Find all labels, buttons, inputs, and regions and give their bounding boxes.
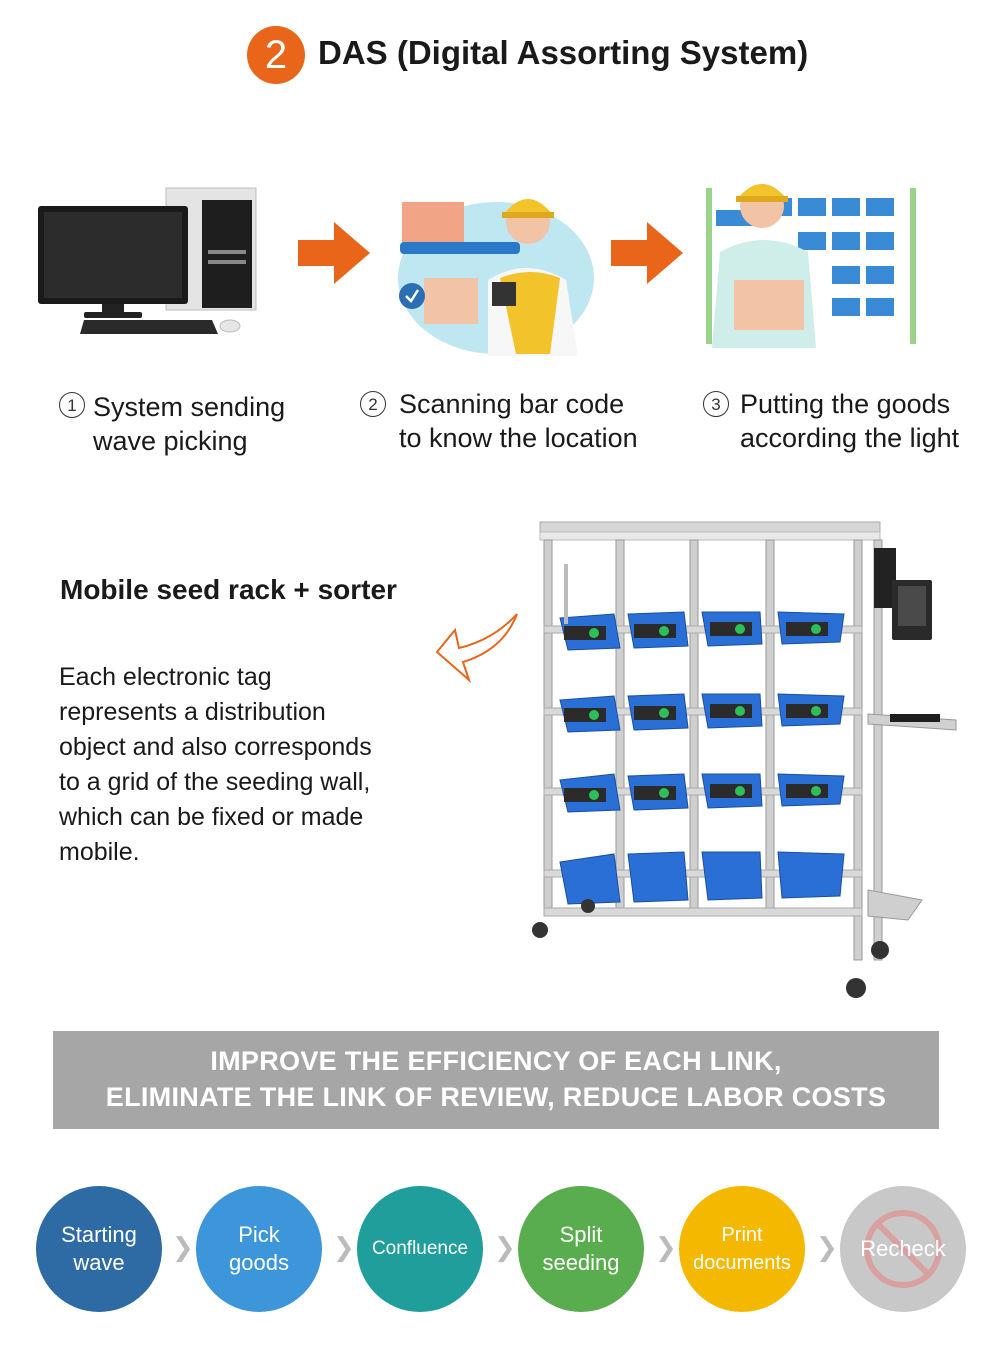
page-title: DAS (Digital Assorting System) [318, 34, 809, 71]
curved-arrow-icon [435, 613, 518, 684]
step-line: to know the location [399, 423, 638, 453]
process-label: Starting [61, 1222, 137, 1247]
process-step-print-documents: Print documents [679, 1186, 805, 1312]
process-label: seeding [542, 1250, 620, 1275]
chevron-right-icon: ❯ [172, 1232, 194, 1262]
step-description: Scanning bar code to know the location [399, 387, 638, 455]
chevron-right-icon: ❯ [816, 1232, 838, 1262]
rack-description: Each electronic tag represents a distrib… [59, 660, 439, 870]
process-label: Split [559, 1222, 603, 1247]
description-line: Each electronic tag [59, 663, 272, 691]
rack-title: Mobile seed rack + sorter [60, 574, 397, 605]
chevron-right-icon: ❯ [333, 1232, 355, 1262]
arrow-right-icon [611, 222, 683, 284]
description-line: mobile. [59, 838, 140, 866]
step-description: Putting the goods according the light [740, 387, 959, 455]
step-line: System sending [93, 392, 286, 422]
process-step-starting-wave: Starting wave [36, 1186, 162, 1312]
process-label: Confluence [371, 1238, 469, 1259]
description-line: to a grid of the seeding wall, [59, 768, 371, 796]
banner-line: ELIMINATE THE LINK OF REVIEW, REDUCE LAB… [105, 1082, 887, 1112]
process-step-recheck: Recheck [840, 1186, 966, 1312]
step-number: 2 [360, 391, 386, 417]
computer-icon [38, 187, 257, 334]
banner-line: IMPROVE THE EFFICIENCY OF EACH LINK, [210, 1046, 782, 1076]
rack-sorter-image [532, 521, 957, 998]
step-line: according the light [740, 423, 960, 453]
process-step-confluence: Confluence [357, 1186, 483, 1312]
step-line: Putting the goods [740, 389, 951, 419]
process-label: Print [721, 1224, 763, 1246]
step-badge: 2 [247, 26, 305, 84]
process-label: Pick [238, 1222, 280, 1247]
process-label: goods [229, 1250, 289, 1275]
banner: IMPROVE THE EFFICIENCY OF EACH LINK, ELI… [53, 1031, 939, 1129]
step-number: 1 [59, 392, 85, 418]
chevron-right-icon: ❯ [494, 1232, 516, 1262]
process-label: Recheck [860, 1236, 946, 1261]
description-line: object and also corresponds [59, 733, 372, 761]
process-step-pick-goods: Pick goods [196, 1186, 322, 1312]
step-number: 3 [703, 391, 729, 417]
process-label: documents [693, 1252, 791, 1274]
process-label: wave [73, 1250, 125, 1275]
step-line: wave picking [93, 426, 248, 456]
step-description: System sending wave picking [93, 390, 285, 458]
description-line: represents a distribution [59, 698, 326, 726]
no-entry-icon [864, 1210, 942, 1288]
process-step-split-seeding: Split seeding [518, 1186, 644, 1312]
chevron-right-icon: ❯ [655, 1232, 677, 1262]
description-line: which can be fixed or made [59, 803, 364, 831]
arrow-right-icon [298, 222, 370, 284]
step-line: Scanning bar code [399, 389, 625, 419]
worker-scanning-icon [398, 199, 594, 356]
worker-putting-icon [706, 184, 916, 348]
